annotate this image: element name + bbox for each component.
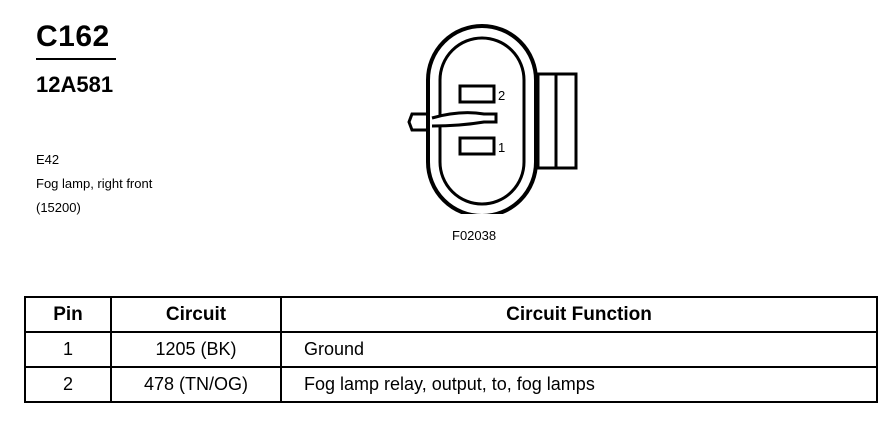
cell-pin: 2 [24, 366, 112, 403]
cell-circuit: 478 (TN/OG) [110, 366, 282, 403]
cell-circuit: 1205 (BK) [110, 331, 282, 368]
pin-cavity-2 [458, 84, 496, 104]
pin-cavity-1 [458, 136, 496, 156]
latch-tab [407, 112, 430, 132]
table-row: 1 1205 (BK) Ground [24, 331, 878, 368]
component-reference: (15200) [36, 200, 81, 215]
table-header-row: Pin Circuit Circuit Function [24, 296, 878, 333]
header-circuit: Circuit [110, 296, 282, 333]
pin-label-2: 2 [498, 88, 505, 103]
connector-face-diagram: 2 1 [407, 24, 578, 214]
component-description: Fog lamp, right front [36, 176, 153, 191]
pin-label-1: 1 [498, 140, 505, 155]
connector-id-underline [36, 58, 116, 60]
component-code: E42 [36, 152, 60, 167]
cell-function: Ground [280, 331, 878, 368]
cell-pin: 1 [24, 331, 112, 368]
part-number: 12A581 [36, 72, 114, 97]
keying-divider [431, 111, 498, 128]
header-pin: Pin [24, 296, 112, 333]
table-row: 2 478 (TN/OG) Fog lamp relay, output, to… [24, 366, 878, 403]
cell-function: Fog lamp relay, output, to, fog lamps [280, 366, 878, 403]
pin-table: Pin Circuit Circuit Function 1 1205 (BK)… [24, 296, 878, 403]
connector-id: C162 [36, 20, 110, 53]
figure-id: F02038 [452, 228, 497, 243]
header-circuit-function: Circuit Function [280, 296, 878, 333]
